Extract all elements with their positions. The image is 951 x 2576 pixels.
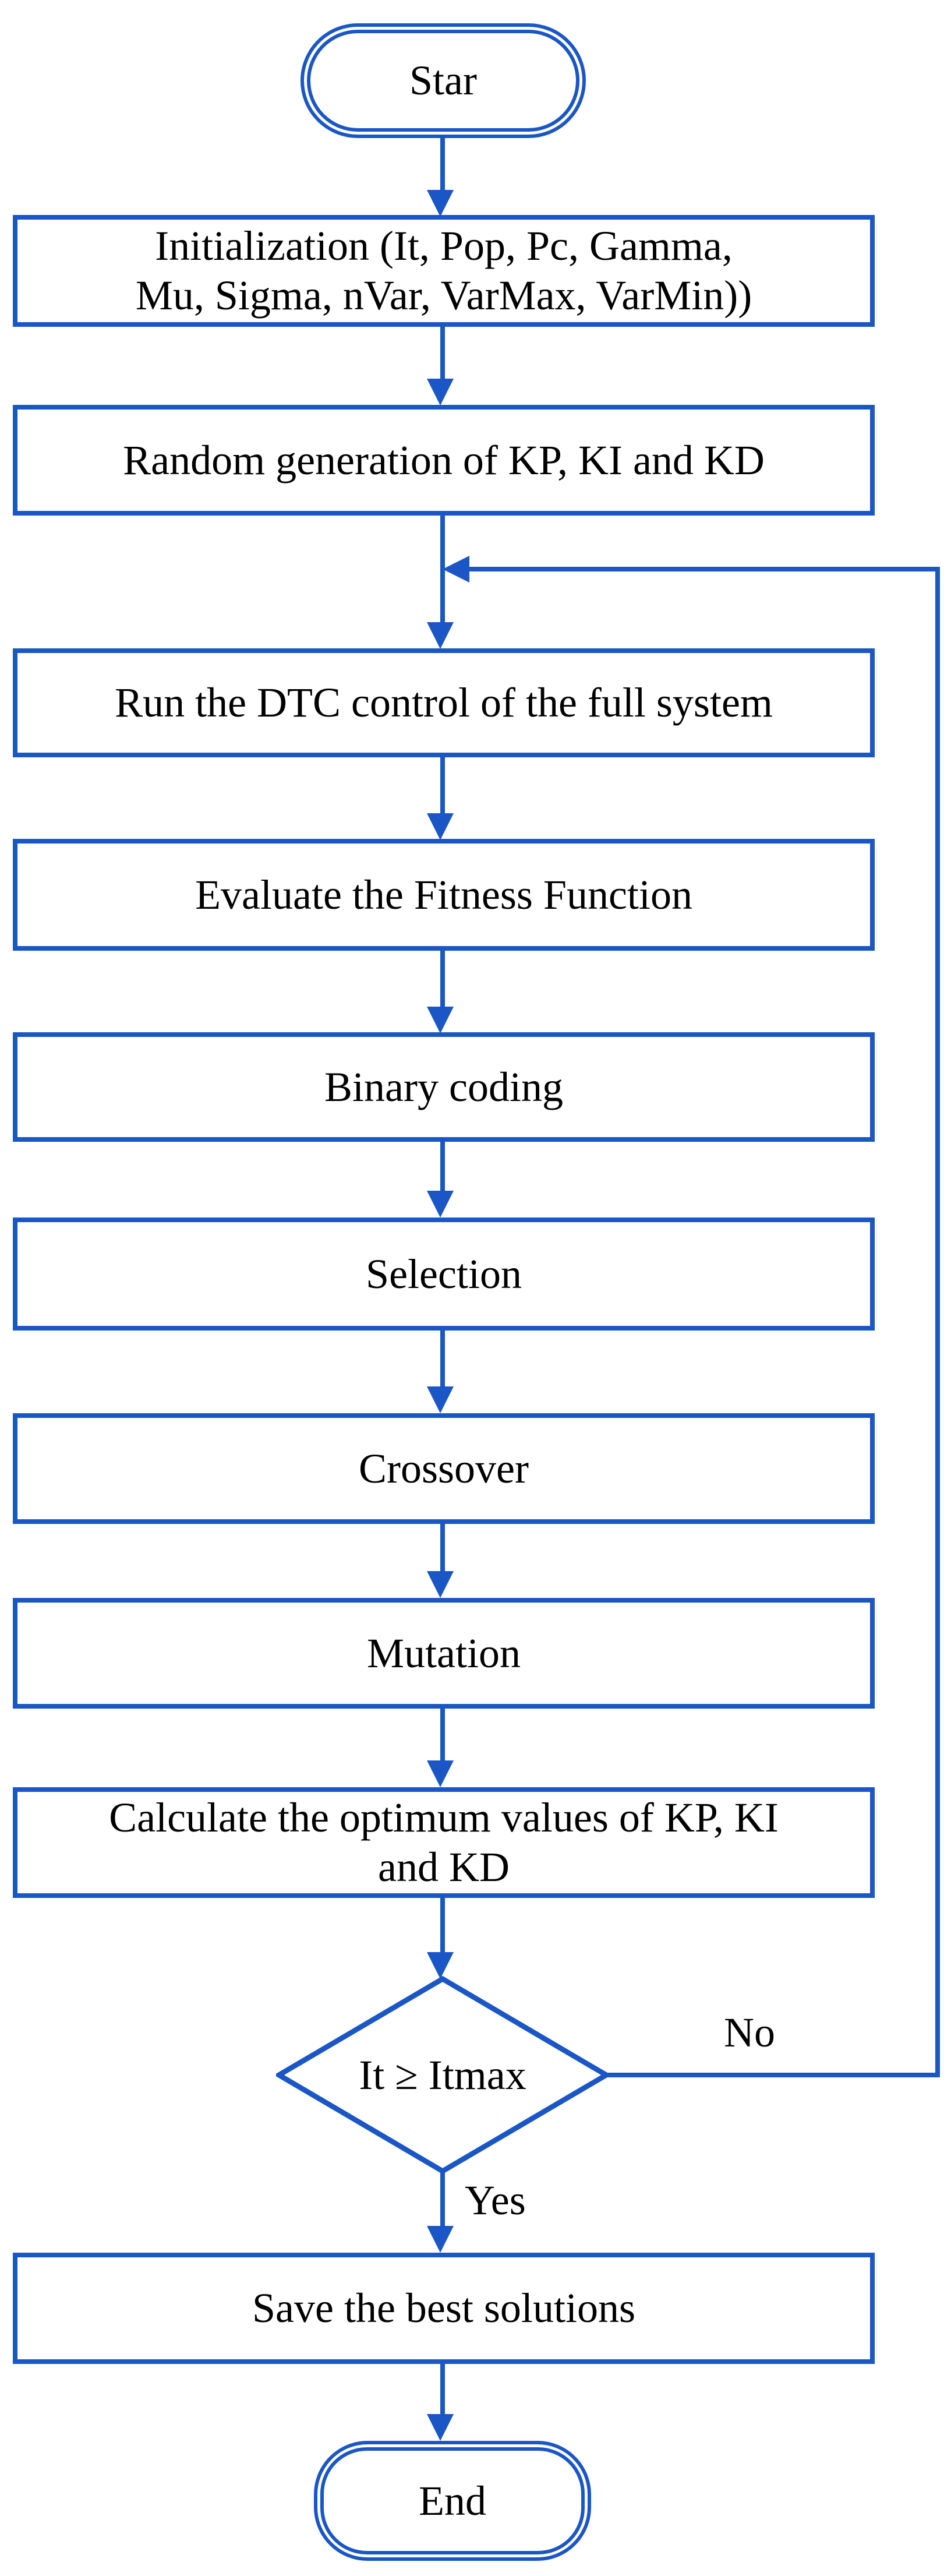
end-terminal-inner: End xyxy=(320,2447,585,2554)
process-evaluate-fitness-label: Evaluate the Fitness Function xyxy=(195,871,692,918)
process-save-best-label: Save the best solutions xyxy=(252,2285,635,2332)
process-crossover-label: Crossover xyxy=(359,1445,529,1492)
process-save-best: Save the best solutions xyxy=(13,2253,875,2364)
process-evaluate-fitness: Evaluate the Fitness Function xyxy=(13,839,875,951)
process-calculate-optimum: Calculate the optimum values of KP, KI a… xyxy=(13,1787,875,1898)
connector-start-to-init xyxy=(440,134,445,192)
connector-mutation-to-calculate xyxy=(440,1706,445,1762)
process-selection: Selection xyxy=(13,1218,875,1331)
start-terminal-inner: Star xyxy=(307,30,579,132)
arrowhead-down-icon xyxy=(427,1386,454,1413)
connector-save-to-end xyxy=(440,2362,445,2415)
feedback-top-segment xyxy=(466,567,940,571)
edge-label-yes: Yes xyxy=(465,2177,526,2224)
end-label: End xyxy=(419,2477,486,2524)
arrowhead-down-icon xyxy=(427,1007,454,1033)
arrowhead-down-icon xyxy=(427,1191,454,1218)
diamond-shape-icon xyxy=(276,1976,609,2174)
arrowhead-down-icon xyxy=(427,813,454,840)
arrowhead-down-icon xyxy=(427,2414,454,2441)
process-run-dtc: Run the DTC control of the full system xyxy=(13,648,875,757)
process-initialization: Initialization (It, Pop, Pc, Gamma, Mu, … xyxy=(13,215,875,327)
process-crossover: Crossover xyxy=(13,1413,875,1524)
connector-decision-yes-to-save xyxy=(440,2169,445,2227)
process-binary-coding: Binary coding xyxy=(13,1032,875,1142)
arrowhead-down-icon xyxy=(427,2226,454,2253)
process-mutation-label: Mutation xyxy=(367,1629,521,1677)
connector-evaluate-to-binary xyxy=(440,947,445,1008)
connector-init-to-random xyxy=(440,323,445,381)
start-label: Star xyxy=(409,57,477,104)
process-random-generation: Random generation of KP, KI and KD xyxy=(13,405,875,516)
process-mutation: Mutation xyxy=(13,1598,875,1709)
arrowhead-down-icon xyxy=(427,379,454,405)
process-binary-coding-label: Binary coding xyxy=(324,1063,563,1110)
connector-crossover-to-mutation xyxy=(440,1522,445,1572)
arrowhead-down-icon xyxy=(427,1571,454,1598)
start-terminal: Star xyxy=(300,23,586,138)
process-selection-label: Selection xyxy=(366,1250,522,1297)
process-run-dtc-label: Run the DTC control of the full system xyxy=(115,679,773,726)
connector-binary-to-selection xyxy=(440,1139,445,1192)
feedback-right-segment xyxy=(935,567,940,2077)
arrowhead-down-icon xyxy=(427,1952,454,1979)
process-initialization-label: Initialization (It, Pop, Pc, Gamma, Mu, … xyxy=(135,223,752,319)
arrowhead-down-icon xyxy=(427,622,454,649)
process-calculate-optimum-label: Calculate the optimum values of KP, KI a… xyxy=(109,1794,779,1890)
connector-calculate-to-decision xyxy=(440,1896,445,1953)
end-terminal: End xyxy=(314,2441,591,2561)
connector-rundtc-to-evaluate xyxy=(440,754,445,814)
arrowhead-left-icon xyxy=(443,556,469,583)
decision-label: It ≥ Itmax xyxy=(359,2051,526,2098)
connector-selection-to-crossover xyxy=(440,1328,445,1388)
arrowhead-down-icon xyxy=(427,1760,454,1787)
feedback-bottom-segment xyxy=(606,2073,940,2077)
arrowhead-down-icon xyxy=(427,190,454,217)
decision-diamond: It ≥ Itmax xyxy=(276,1976,609,2174)
edge-label-no: No xyxy=(724,2009,775,2056)
process-random-generation-label: Random generation of KP, KI and KD xyxy=(123,436,765,484)
